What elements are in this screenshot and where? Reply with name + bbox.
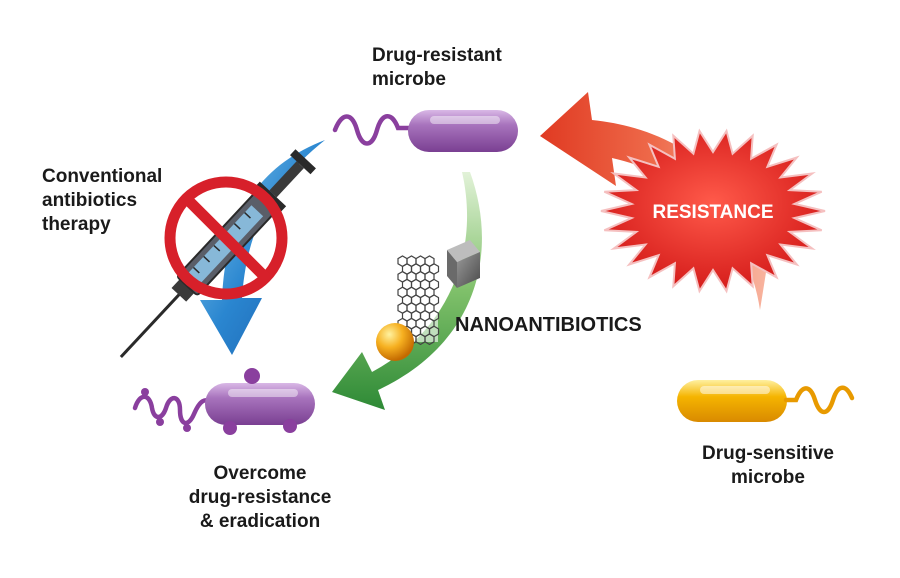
resistance-arrow	[540, 92, 768, 310]
overcome-label: Overcome drug-resistance & eradication	[188, 463, 332, 532]
nanocube-icon	[447, 240, 480, 288]
green-arrow	[332, 172, 482, 410]
resistance-label: RESISTANCE	[652, 202, 773, 223]
nanoantibiotics-label: NANOANTIBIOTICS	[455, 314, 642, 336]
prohibition-icon	[164, 176, 288, 300]
drug-resistant-microbe	[332, 110, 518, 152]
resistance-starburst: RESISTANCE	[600, 128, 826, 294]
drug-sensitive-microbe	[677, 380, 855, 422]
carbon-nanotube-icon	[396, 252, 440, 346]
nanotube-hex	[424, 333, 435, 346]
drug-sensitive-label: Drug-sensitive microbe	[702, 443, 834, 488]
eradicated-microbe	[132, 368, 315, 435]
drug-resistant-label: Drug-resistant microbe	[372, 45, 502, 90]
gold-nanoparticle-icon	[376, 323, 414, 361]
blue-arrow	[200, 140, 325, 355]
conventional-therapy-label: Conventional antibiotics therapy	[42, 166, 163, 235]
